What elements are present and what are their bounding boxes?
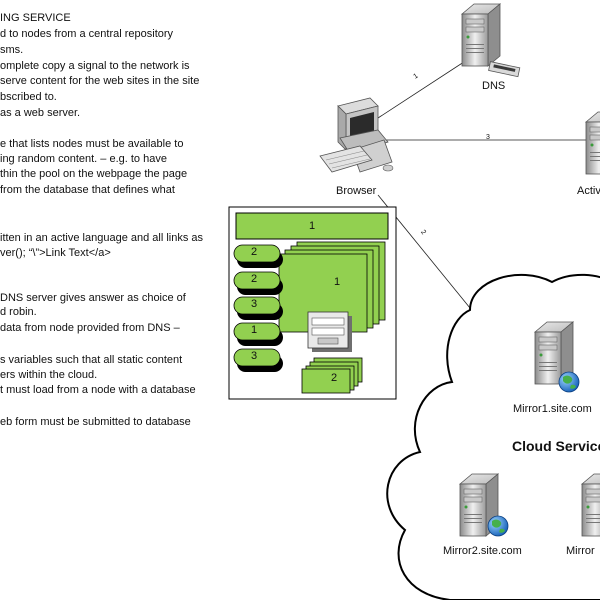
note-line: ing random content. – e.g. to have	[0, 153, 167, 165]
pill-label: 2	[251, 273, 258, 285]
active-server-icon	[585, 111, 600, 175]
page-content-stack-label: 1	[334, 276, 341, 288]
note-line: ers within the cloud.	[0, 369, 98, 381]
note-line: data from node provided from DNS –	[0, 322, 180, 334]
note-line: d robin.	[0, 306, 37, 318]
webpage-mockup	[228, 206, 397, 400]
note-line: serve content for the web sites in the s…	[0, 75, 200, 87]
cloud-service-label: Cloud Service	[512, 438, 600, 454]
mirror1-server-icon	[534, 321, 580, 393]
pill-label: 2	[251, 246, 258, 258]
pill-label: 3	[251, 298, 258, 310]
note-line: from the database that defines what	[0, 184, 175, 196]
note-line: ING SERVICE	[0, 12, 71, 24]
note-line: DNS server gives answer as choice of	[0, 292, 186, 304]
page-pill-list	[233, 244, 283, 372]
pill-label: 1	[251, 324, 258, 336]
dns-label: DNS	[482, 80, 506, 92]
mirror1-label: Mirror1.site.com	[513, 403, 592, 415]
link-browser-dns	[377, 57, 471, 119]
mirror2-label: Mirror2.site.com	[443, 545, 522, 557]
active-label: Activ	[577, 185, 600, 197]
note-line: as a web server.	[0, 107, 81, 119]
page-header-block	[235, 212, 389, 240]
note-line: itten in an active language and all link…	[0, 232, 204, 244]
page-bottom-stack-label: 2	[331, 372, 338, 384]
note-line: s variables such that all static content	[0, 354, 183, 366]
page-form-widget	[307, 311, 352, 352]
page-header-label: 1	[309, 220, 316, 232]
pill-label: 3	[251, 350, 258, 362]
note-line: ver(); “\”>Link Text</a>	[0, 247, 111, 259]
note-line: t must load from a node with a database	[0, 384, 196, 396]
note-line: thin the pool on the webpage the page	[0, 168, 188, 180]
dns-server-icon	[461, 3, 521, 78]
note-line: sms.	[0, 44, 24, 56]
mirror3-label: Mirror	[566, 545, 595, 557]
page-bottom-stack-block	[301, 368, 351, 394]
link-label-browser-active: 3	[486, 134, 490, 141]
note-line: eb form must be submitted to database	[0, 416, 191, 428]
note-line: bscribed to.	[0, 91, 57, 103]
note-line: d to nodes from a central repository	[0, 28, 174, 40]
note-line: e that lists nodes must be available to	[0, 138, 184, 150]
note-line: omplete copy a signal to the network is	[0, 60, 190, 72]
mirror3-server-icon	[581, 473, 600, 537]
notes-text: ING SERVICE d to nodes from a central re…	[0, 0, 230, 440]
browser-label: Browser	[336, 185, 377, 197]
browser-computer-icon	[319, 97, 394, 173]
